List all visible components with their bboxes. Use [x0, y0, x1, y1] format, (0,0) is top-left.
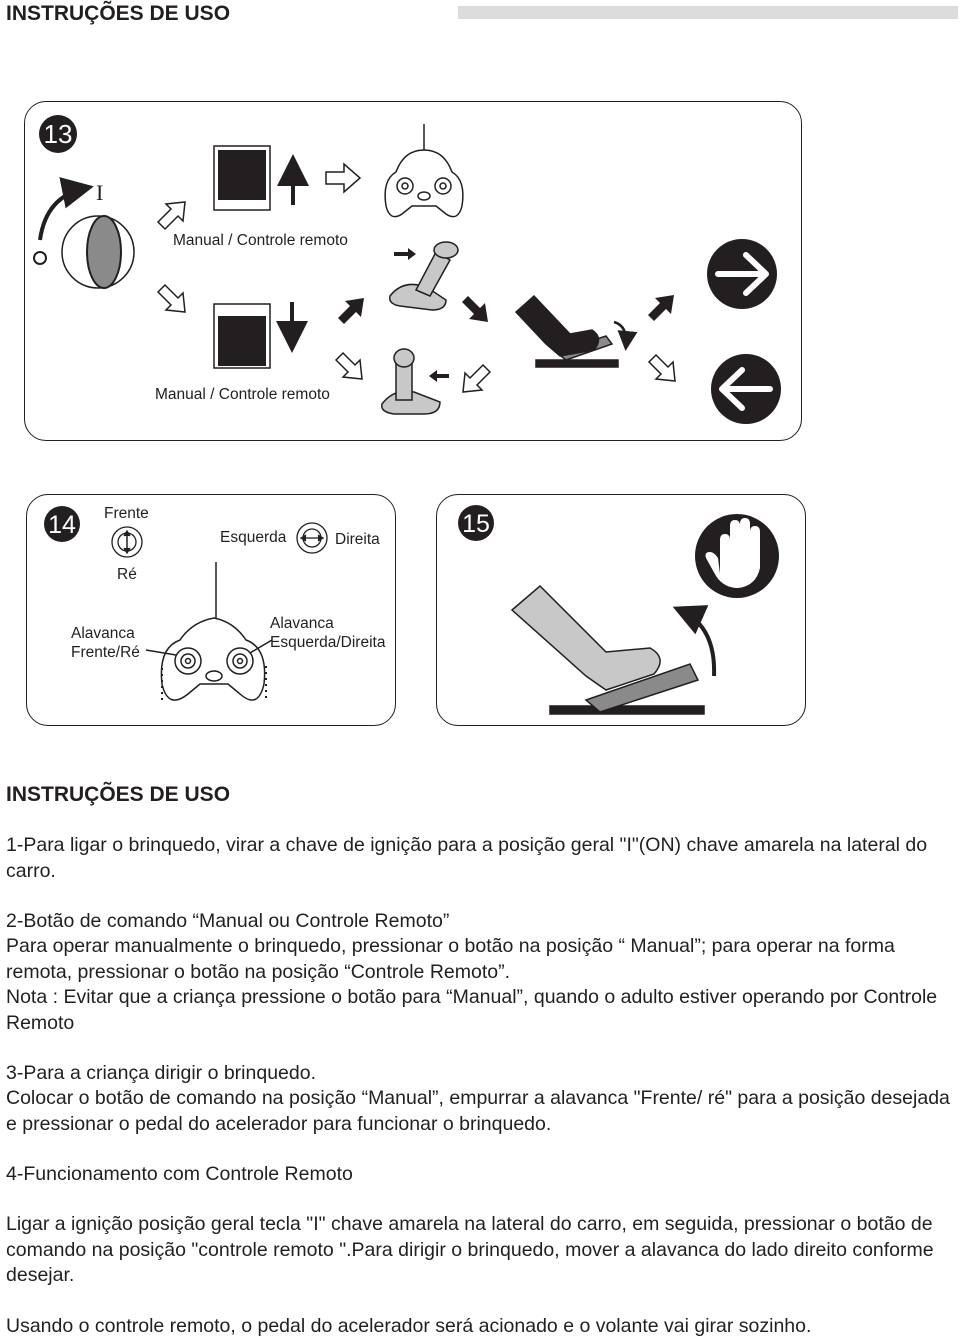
- left-right-stick-icon: [296, 522, 328, 554]
- accelerator-pedal-icon: [514, 294, 638, 368]
- figure-15-number: 15: [462, 510, 490, 538]
- figure-art: 13 I: [33, 115, 781, 715]
- remote-controller-icon: [384, 124, 464, 218]
- ignition-on-label: I: [96, 180, 103, 205]
- stop-hand-icon: [695, 514, 779, 598]
- remote-controller-large-icon: [145, 562, 273, 701]
- lever-left-right-label: Alavanca Esquerda/Direita: [270, 615, 386, 651]
- page-header-title: INSTRUÇÕES DE USO: [6, 2, 231, 25]
- hollow-arrows: [156, 162, 676, 393]
- reverse-arrow-icon: [711, 354, 781, 424]
- instruction-3-heading: 3-Para a criança dirigir o brinquedo.: [6, 1062, 317, 1084]
- instruction-paragraph-1: 1-Para ligar o brinquedo, virar a chave …: [6, 834, 928, 882]
- instructions-title: INSTRUÇÕES DE USO: [6, 783, 231, 806]
- header-bar: [458, 6, 958, 19]
- figure-14-panel: [26, 494, 396, 726]
- instruction-note: Nota : Evitar que a criança pressione o …: [6, 986, 938, 1034]
- forward-arrow-icon: [707, 239, 777, 309]
- figure-15-badge: 15: [458, 505, 494, 541]
- reverse-label: Ré: [117, 566, 137, 583]
- solid-arrows: [338, 248, 674, 382]
- ignition-key-icon: [33, 177, 135, 289]
- right-label: Direita: [335, 531, 380, 548]
- instruction-paragraph-5: Usando o controle remoto, o pedal do ace…: [6, 1315, 812, 1337]
- figure-13-number: 13: [44, 119, 73, 149]
- instruction-paragraph-4: Ligar a ignição posição geral tecla "I" …: [6, 1213, 934, 1286]
- figure-14-badge: 14: [44, 506, 80, 542]
- forward-reverse-stick-icon: [111, 526, 143, 558]
- joystick-lever-forward-icon: [388, 241, 459, 311]
- figure-13-badge: 13: [39, 115, 77, 153]
- forward-label: Frente: [104, 505, 149, 522]
- left-label: Esquerda: [220, 529, 287, 546]
- instruction-2-heading: 2-Botão de comando “Manual ou Controle R…: [6, 910, 450, 932]
- lever-forward-reverse-label: Alavanca Frente/Ré: [71, 625, 140, 661]
- figure-14-number: 14: [48, 511, 76, 539]
- rocker-switch-up-icon: [213, 145, 309, 211]
- pedal-release-icon: [510, 584, 717, 715]
- manual-remote-label-top: Manual / Controle remoto: [173, 232, 348, 249]
- rocker-switch-down-icon: [213, 302, 308, 369]
- instruction-4-heading: 4-Funcionamento com Controle Remoto: [6, 1163, 353, 1185]
- instruction-paragraph-2: Para operar manualmente o brinquedo, pre…: [6, 935, 895, 983]
- instruction-paragraph-3: Colocar o botão de comando na posição “M…: [6, 1087, 950, 1135]
- manual-remote-label-bottom: Manual / Controle remoto: [155, 386, 330, 403]
- joystick-lever-reverse-icon: [381, 348, 441, 415]
